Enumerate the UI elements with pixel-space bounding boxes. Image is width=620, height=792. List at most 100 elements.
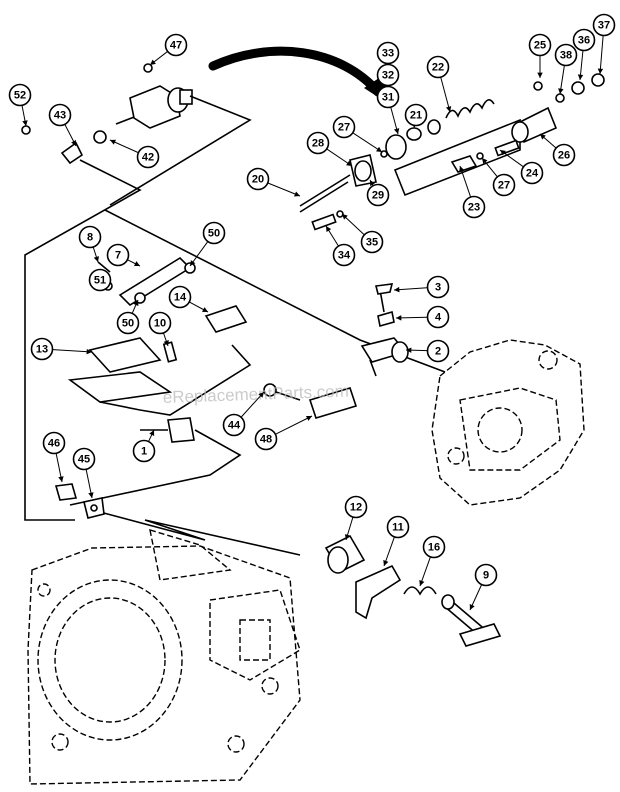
callout-label: 48 [260,434,272,446]
callout-label: 34 [338,250,351,262]
callout-label: 37 [598,20,610,32]
leader-arrowhead [445,106,452,112]
leader-arrowhead [577,74,584,80]
callout-36: 36 [572,28,596,81]
callout-circle [332,243,356,267]
leader-line [599,35,604,75]
callout-label: 24 [526,168,539,180]
callout-8: 8 [78,225,102,263]
callout-circle [474,563,498,587]
callout-29: 29 [366,179,390,207]
flow-arrow [208,46,392,106]
leader-arrowhead [469,604,475,610]
callout-27: 27 [332,115,383,153]
leader-arrowhead [383,560,389,566]
callout-label: 7 [115,250,121,262]
leader-arrowhead [597,68,604,74]
leader-arrowhead [482,158,488,164]
callout-label: 3 [435,282,441,294]
callout-47: 47 [149,33,188,66]
leader-arrowhead [133,300,139,306]
callout-circle [202,221,226,245]
callout-circle [148,311,172,335]
valve-spool-parts [299,73,605,231]
leader-arrowhead [22,120,28,126]
callout-circle [528,33,552,57]
callout-circle [306,131,330,155]
leader-arrowhead [459,166,465,172]
callout-label: 36 [578,35,590,47]
leader-arrowhead [346,160,352,166]
callout-44: 44 [222,391,265,437]
callout-35: 35 [341,213,384,254]
callout-label: 22 [432,62,444,74]
callout-label: 23 [468,202,480,214]
callout-circle [492,173,516,197]
callout-13: 13 [30,337,93,361]
callout-label: 28 [312,138,324,150]
callout-label: 12 [350,502,362,514]
callout-circle [554,43,578,67]
leader-arrowhead [558,88,564,94]
callout-37: 37 [592,13,616,75]
callout-label: 1 [141,446,147,458]
leader-line [459,165,471,197]
callout-circle [422,535,446,559]
leader-arrowhead [394,286,400,293]
leader-arrowhead [344,534,351,540]
bracket-parts [360,283,409,377]
callout-46: 46 [42,431,66,483]
callout-circle [404,103,428,127]
callout-circle [332,115,356,139]
bolt-and-bracket [54,483,105,519]
callout-20: 20 [246,167,301,197]
callout-label: 44 [228,420,241,432]
callout-label: 29 [372,190,384,202]
callout-9: 9 [469,563,498,611]
callout-label: 50 [208,228,220,240]
leader-arrowhead [342,214,348,220]
callout-circle [376,63,400,87]
leader-arrowhead [88,492,94,498]
shift-parts [324,534,502,647]
leader-arrowhead [258,392,264,398]
callout-11: 11 [383,515,410,567]
leader-arrowhead [326,226,332,232]
linkage-lines [24,95,446,556]
callout-34: 34 [325,225,356,267]
leader-arrowhead [150,59,156,65]
callout-label: 52 [14,90,26,102]
callout-label: 4 [435,312,442,324]
callout-circle [344,495,368,519]
callout-label: 27 [338,122,350,134]
callout-label: 10 [154,318,166,330]
callout-circle [88,268,112,292]
leader-arrowhead [134,261,140,267]
leader-arrowhead [86,348,92,355]
callout-label: 35 [366,237,378,249]
callout-label: 45 [78,454,90,466]
callout-label: 20 [252,174,264,186]
leader-arrowhead [163,340,169,346]
callout-label: 11 [392,522,404,534]
callout-circle [254,427,278,451]
callout-label: 46 [48,438,60,450]
callout-31: 31 [376,85,400,135]
callout-43: 43 [48,103,77,147]
callout-label: 43 [54,110,66,122]
leader-arrowhead [419,580,425,586]
callout-circle [132,439,156,463]
callout-circle [246,167,270,191]
callout-circle [222,413,246,437]
solenoid-assembly [21,63,193,165]
leader-arrowhead [537,72,543,78]
leader-arrowhead [202,307,208,312]
callout-circle [72,447,96,471]
callout-3: 3 [393,275,450,299]
callout-circle [106,243,130,267]
callout-27: 27 [481,157,516,197]
leader-arrowhead [58,476,64,482]
callout-circle [136,145,160,169]
callout-38: 38 [554,43,578,95]
callout-label: 31 [382,92,394,104]
